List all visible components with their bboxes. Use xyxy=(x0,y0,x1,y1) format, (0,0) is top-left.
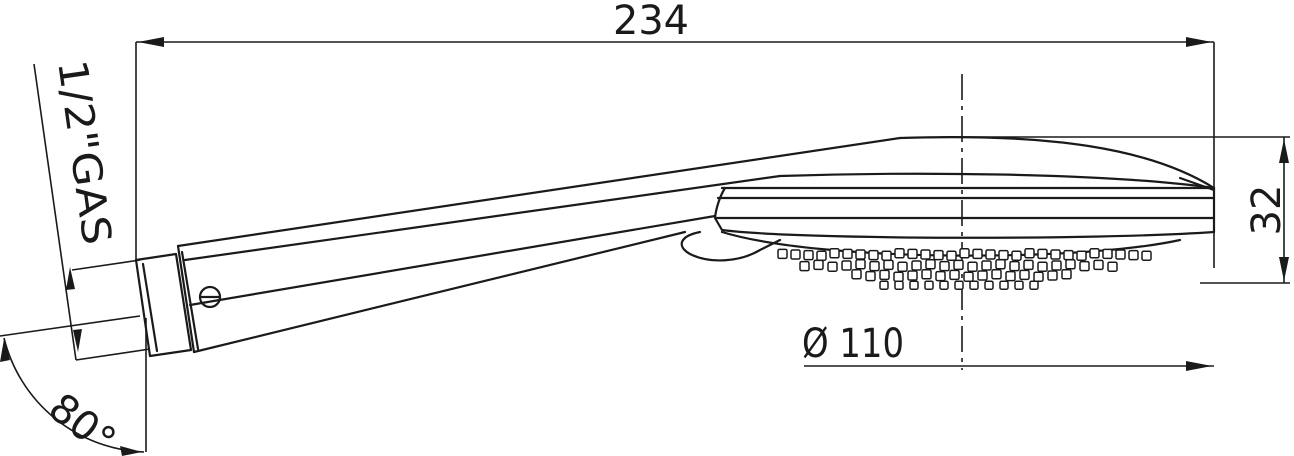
nozzle xyxy=(1107,261,1118,272)
nozzle xyxy=(868,249,879,261)
nozzle xyxy=(991,269,1002,280)
dimension-head-diameter: Ø 110 xyxy=(802,74,1214,371)
nozzle xyxy=(1051,260,1062,271)
nozzle xyxy=(1102,248,1113,260)
nozzle xyxy=(985,249,996,260)
nozzle xyxy=(816,250,827,261)
nozzle xyxy=(869,260,880,272)
nozzle xyxy=(1014,280,1024,290)
nozzle xyxy=(897,261,908,272)
hose-connector xyxy=(134,250,200,358)
nozzle xyxy=(777,248,788,260)
nozzle xyxy=(981,260,992,271)
thread-label: 1/2"GAS xyxy=(48,57,119,248)
nozzle xyxy=(881,250,892,261)
nozzle xyxy=(946,250,957,261)
nozzle xyxy=(933,249,944,261)
nozzle xyxy=(851,269,862,280)
dimension-head-height: 32 xyxy=(940,136,1290,284)
nozzle xyxy=(790,249,801,260)
nozzle xyxy=(999,280,1009,290)
nozzle xyxy=(949,269,960,281)
nozzle xyxy=(1050,249,1061,260)
nozzle xyxy=(894,248,905,259)
nozzle xyxy=(1047,270,1058,281)
nozzle xyxy=(842,248,853,260)
nozzle xyxy=(855,249,866,260)
nozzle xyxy=(1024,248,1035,259)
nozzle xyxy=(939,280,949,290)
nozzle xyxy=(879,269,890,281)
nozzle xyxy=(1061,269,1072,280)
nozzle xyxy=(1019,269,1030,281)
nozzle xyxy=(1033,271,1044,282)
nozzle xyxy=(879,280,889,290)
nozzle xyxy=(894,280,904,290)
dimension-total-length: 234 xyxy=(135,0,1215,268)
nozzle xyxy=(995,259,1006,270)
nozzle xyxy=(1063,249,1074,261)
nozzle xyxy=(972,248,983,260)
nozzle xyxy=(924,280,934,290)
nozzle xyxy=(1093,259,1104,271)
shower-head xyxy=(680,135,1216,262)
angle-label: 80° xyxy=(40,385,124,456)
total-length-label: 234 xyxy=(613,0,689,44)
nozzle xyxy=(967,261,978,272)
nozzle xyxy=(1141,250,1152,261)
nozzle xyxy=(803,249,814,261)
nozzle xyxy=(865,270,876,282)
nozzle xyxy=(1005,270,1016,282)
nozzle xyxy=(799,260,810,272)
nozzle xyxy=(977,270,988,281)
shower-handset xyxy=(134,135,1216,358)
nozzle xyxy=(959,248,970,259)
nozzle xyxy=(1037,248,1048,260)
nozzle xyxy=(921,269,932,280)
nozzle xyxy=(909,280,919,290)
nozzle xyxy=(1076,250,1087,261)
nozzle xyxy=(920,249,931,260)
nozzle xyxy=(963,271,974,282)
head-diameter-label: Ø 110 xyxy=(802,321,904,367)
nozzle xyxy=(969,280,979,290)
nozzle xyxy=(907,248,918,260)
nozzle xyxy=(911,260,922,271)
nozzle xyxy=(907,270,918,281)
nozzle xyxy=(1023,259,1034,271)
nozzle xyxy=(841,260,852,271)
nozzle xyxy=(1079,260,1090,272)
nozzle xyxy=(813,259,824,271)
head-height-label: 32 xyxy=(1244,185,1290,236)
nozzle xyxy=(827,261,838,272)
nozzle xyxy=(1128,249,1139,261)
nozzle xyxy=(1011,250,1022,261)
nozzle xyxy=(935,270,946,282)
nozzle xyxy=(829,248,840,259)
handle xyxy=(176,136,902,354)
screw-icon xyxy=(198,285,222,309)
nozzle xyxy=(998,249,1009,261)
nozzle xyxy=(1115,249,1126,260)
nozzle xyxy=(893,271,904,282)
nozzle xyxy=(939,260,950,272)
nozzle xyxy=(1089,248,1100,259)
dimension-thread: 1/2"GAS xyxy=(33,57,151,361)
nozzle-array xyxy=(777,248,1152,290)
nozzle xyxy=(855,259,866,270)
nozzle xyxy=(925,259,936,270)
nozzle xyxy=(953,259,964,271)
nozzle xyxy=(1037,261,1048,272)
nozzle xyxy=(984,280,994,290)
nozzle xyxy=(954,280,964,290)
nozzle xyxy=(1029,280,1039,290)
nozzle xyxy=(883,259,894,271)
nozzle xyxy=(1009,260,1020,272)
nozzle xyxy=(1065,259,1076,270)
